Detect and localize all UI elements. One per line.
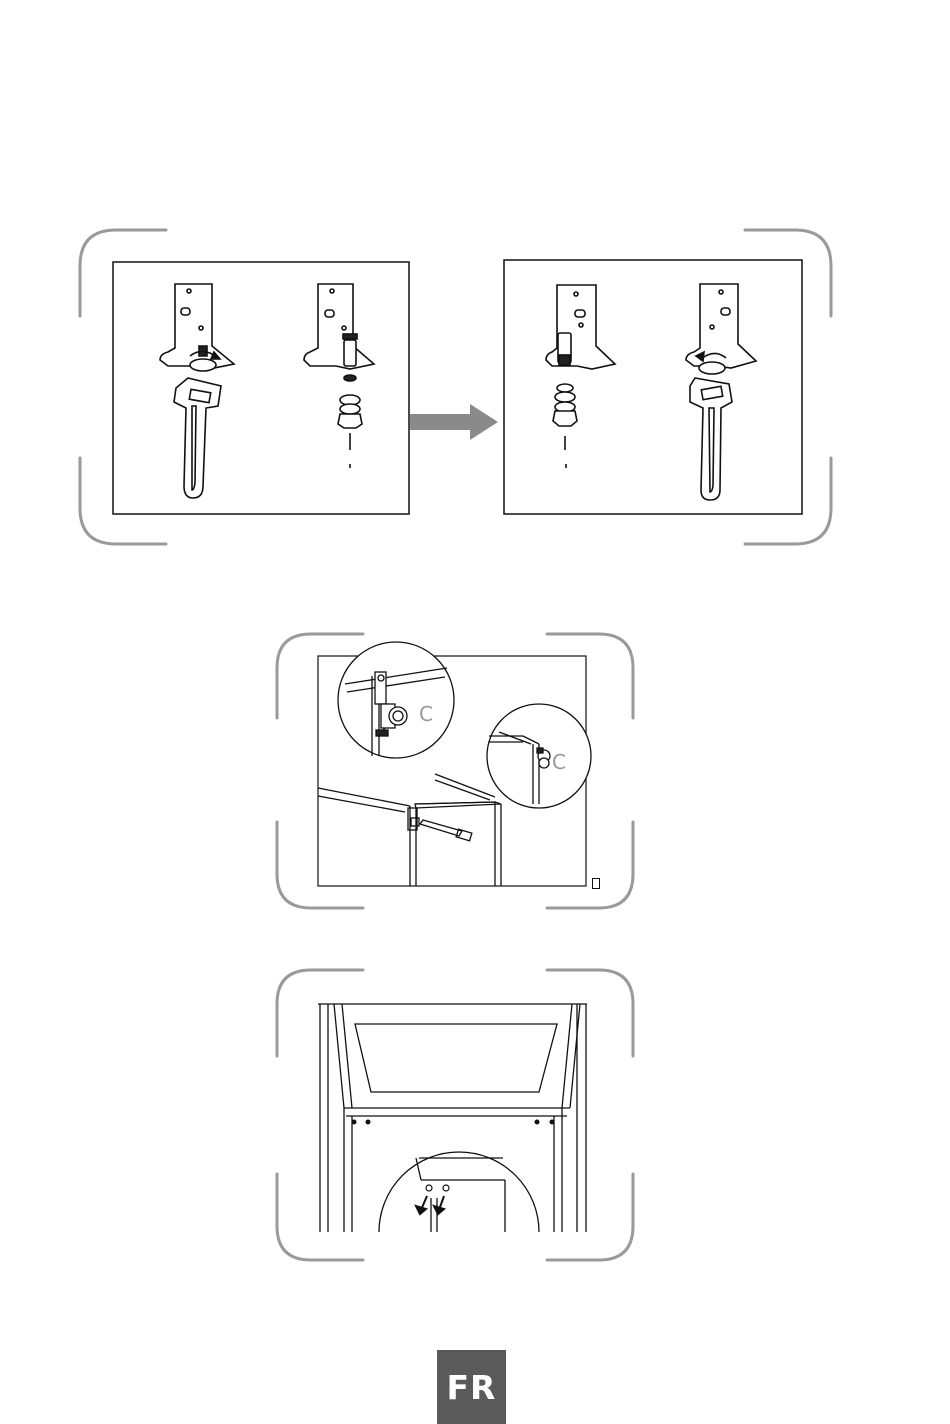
screw-holes	[352, 1120, 555, 1125]
transition-arrow	[410, 404, 498, 440]
figure-top-hinge-drawing	[275, 632, 635, 910]
callout-label-left: C	[419, 702, 433, 726]
panel-after	[504, 260, 802, 514]
callout-label-right: C	[552, 750, 566, 774]
small-square-marker	[592, 878, 600, 889]
callout-circle-right	[487, 704, 591, 808]
language-tab: FR	[437, 1350, 506, 1424]
panel-before	[113, 262, 409, 514]
figure-top-hinge-callouts: C C	[275, 632, 635, 910]
figure-cabinet-drawing	[275, 968, 635, 1262]
figure-cabinet-screw-holes	[275, 968, 635, 1262]
language-tab-label: FR	[447, 1368, 497, 1407]
figure-hinge-pin-swap	[78, 228, 833, 546]
figure-hinge-pin-swap-drawing	[78, 228, 833, 546]
detail-circle	[379, 1152, 539, 1232]
callout-circle-left	[338, 642, 454, 758]
